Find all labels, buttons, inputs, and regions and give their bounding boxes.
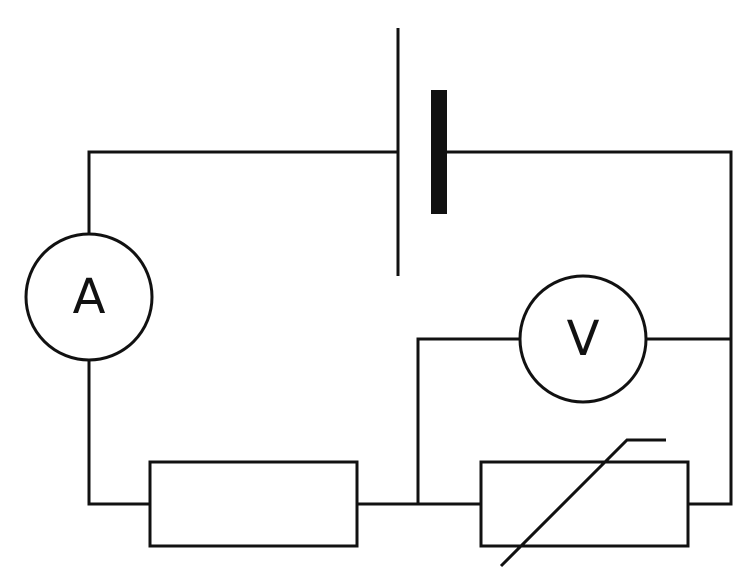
wire-left-bottom	[87, 360, 150, 506]
thermistor-diagonal	[499, 438, 666, 568]
voltmeter: V	[518, 274, 648, 404]
ammeter-circle	[24, 232, 154, 362]
battery-short-plate	[431, 90, 447, 214]
ammeter-label: A	[73, 269, 106, 325]
circuit-wires	[87, 150, 733, 506]
ammeter: A	[24, 232, 154, 362]
wire-voltmeter-left	[416, 337, 520, 504]
fixed-resistor	[148, 460, 359, 548]
voltmeter-label: V	[567, 311, 600, 367]
wire-top-right-and-right-side	[447, 150, 733, 506]
voltmeter-circle	[518, 274, 648, 404]
battery-cell	[396, 28, 447, 276]
thermistor	[479, 438, 690, 568]
thermistor-body	[479, 460, 690, 548]
wire-top-left	[87, 150, 398, 234]
